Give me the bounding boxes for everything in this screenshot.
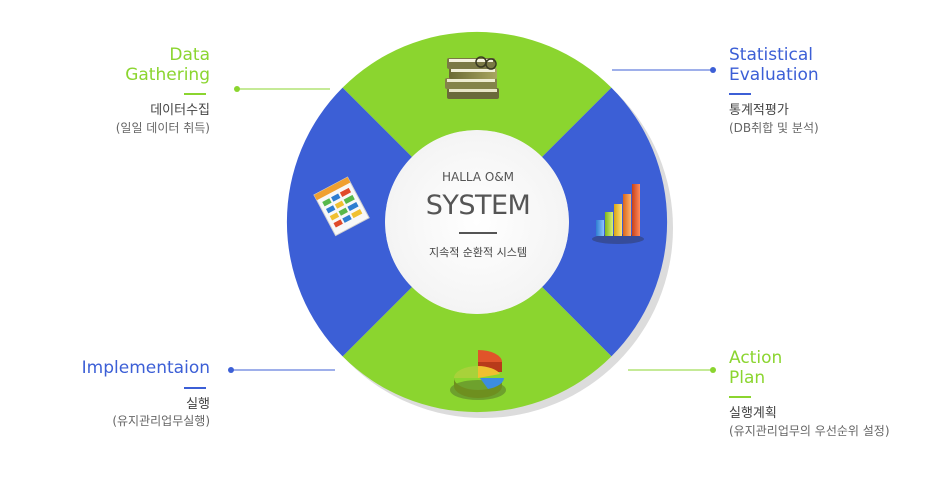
action-plan-title-1: Action xyxy=(729,348,783,368)
connector-implementation xyxy=(228,367,335,373)
data-gathering-korean: 데이터수집 xyxy=(150,103,210,119)
statistical-evaluation-title-1: Statistical xyxy=(729,45,813,65)
label-implementation: Implementaion 실행 (유지관리업무실행) xyxy=(60,358,210,429)
segment-statistical-evaluation xyxy=(542,87,668,357)
label-statistical-evaluation: Statistical Evaluation 통계적평가 (DB취합 및 분석) xyxy=(729,45,909,136)
center-title: SYSTEM xyxy=(425,190,531,221)
implementation-korean: 실행 xyxy=(186,396,210,412)
action-plan-title-2: Plan xyxy=(729,367,766,388)
connector-statistical-evaluation xyxy=(612,67,716,73)
action-plan-detail: (유지관리업무의 우선순위 설정) xyxy=(729,424,890,439)
center-brand: HALLA O&M xyxy=(441,170,515,184)
connector-data-gathering xyxy=(234,86,330,92)
statistical-evaluation-korean: 통계적평가 xyxy=(729,103,789,119)
label-data-gathering: Data Gathering 데이터수집 (일일 데이터 취득) xyxy=(80,45,210,136)
data-gathering-detail: (일일 데이터 취득) xyxy=(115,121,210,136)
label-action-plan: Action Plan 실행계획 (유지관리업무의 우선순위 설정) xyxy=(729,348,939,439)
spreadsheet-icon xyxy=(313,176,370,237)
bar-chart-icon xyxy=(592,184,644,244)
action-plan-korean: 실행계획 xyxy=(729,406,777,422)
center-subtitle: 지속적 순환적 시스템 xyxy=(428,246,528,259)
books-icon xyxy=(445,56,499,99)
implementation-dash xyxy=(184,386,206,389)
connector-action-plan xyxy=(628,367,716,373)
pie-chart-icon xyxy=(450,350,506,400)
statistical-evaluation-detail: (DB취합 및 분석) xyxy=(729,121,819,136)
data-gathering-title-1: Data xyxy=(169,45,210,65)
center-label: HALLA O&M SYSTEM 지속적 순환적 시스템 xyxy=(398,170,558,260)
data-gathering-title-2: Gathering xyxy=(125,64,210,85)
center-divider xyxy=(459,232,497,234)
data-gathering-dash xyxy=(184,93,206,96)
segment-action-plan xyxy=(342,287,612,413)
implementation-title: Implementaion xyxy=(81,358,210,378)
center-circle xyxy=(385,130,569,314)
statistical-evaluation-dash xyxy=(729,93,751,96)
statistical-evaluation-title-2: Evaluation xyxy=(729,64,819,85)
action-plan-dash xyxy=(729,396,751,399)
implementation-detail: (유지관리업무실행) xyxy=(112,414,210,429)
